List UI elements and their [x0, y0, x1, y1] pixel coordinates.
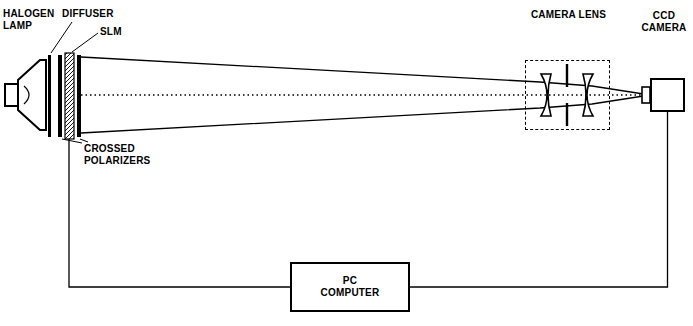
leader-lines [51, 22, 98, 143]
halogen-lamp [5, 60, 46, 130]
box-text: PC COMPUTER [317, 275, 383, 299]
part-label: HALOGEN LAMP [3, 8, 53, 32]
camera-lens-housing: CAMERA LENS [525, 60, 610, 130]
ccd-camera: CCD CAMERA [650, 78, 685, 112]
camera-mount [642, 87, 650, 103]
lens-elements [541, 64, 593, 126]
polarizer-plate [77, 55, 81, 137]
signal-cable [410, 112, 668, 287]
slm-cable [69, 139, 290, 287]
diffuser-plate [48, 55, 51, 137]
polarizer-plate [58, 55, 62, 137]
slm-panel [65, 53, 74, 139]
part-label: DIFFUSER [62, 8, 132, 20]
heading-label: CAMERA LENS [522, 9, 615, 21]
light-beam [81, 57, 650, 133]
part-label: CROSSED POLARIZERS [84, 143, 164, 167]
heading-label: CCD CAMERA [638, 10, 690, 34]
computer-box: PC COMPUTER [290, 262, 410, 312]
part-label: SLM [100, 26, 130, 38]
